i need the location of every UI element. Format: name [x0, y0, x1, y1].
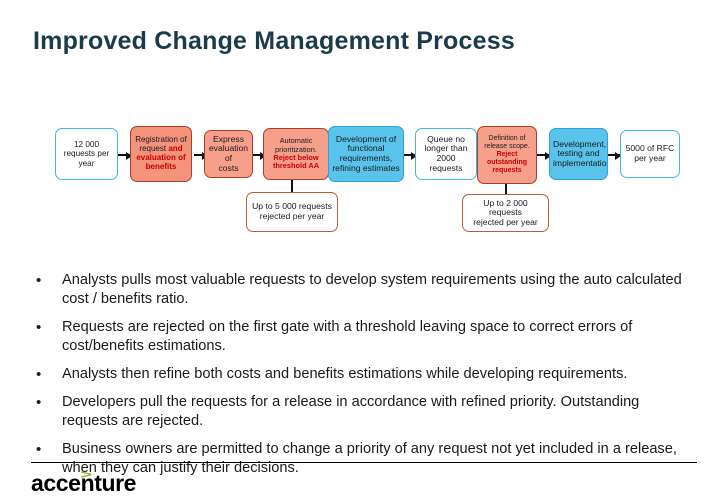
bullet-marker-icon: •	[36, 272, 42, 289]
bullet-text: Analysts then refine both costs and bene…	[62, 366, 628, 382]
arrow-requirements-to-queue	[403, 152, 417, 160]
bullet-text: Business owners are permitted to change …	[62, 441, 677, 476]
bullet-item: • Analysts then refine both costs and ben…	[36, 365, 696, 384]
accenture-chevron-icon: >	[80, 467, 93, 481]
accenture-logo: accenture	[31, 470, 137, 496]
bullet-text: Developers pull the requests for a relea…	[62, 394, 640, 429]
bullet-marker-icon: •	[36, 319, 42, 336]
bullet-list: • Analysts pulls most valuable requests t…	[36, 271, 696, 487]
bullet-marker-icon: •	[36, 366, 42, 383]
bullet-item: • Requests are rejected on the first gate…	[36, 318, 696, 356]
bullet-marker-icon: •	[36, 394, 42, 411]
bullet-text: Requests are rejected on the first gate …	[62, 319, 633, 354]
arrow-releasescope-to-development	[537, 152, 551, 160]
bullet-item: • Analysts pulls most valuable requests t…	[36, 271, 696, 309]
bullet-item: • Business owners are permitted to change…	[36, 440, 696, 478]
arrow-intake-to-registration	[118, 152, 132, 160]
bullet-text: Analysts pulls most valuable requests to…	[62, 272, 682, 307]
arrow-development-to-output	[607, 152, 621, 160]
footer-divider	[31, 462, 697, 463]
bullet-marker-icon: •	[36, 441, 42, 458]
bullet-item: • Developers pull the requests for a rele…	[36, 393, 696, 431]
page-title: Improved Change Management Process	[33, 27, 515, 55]
